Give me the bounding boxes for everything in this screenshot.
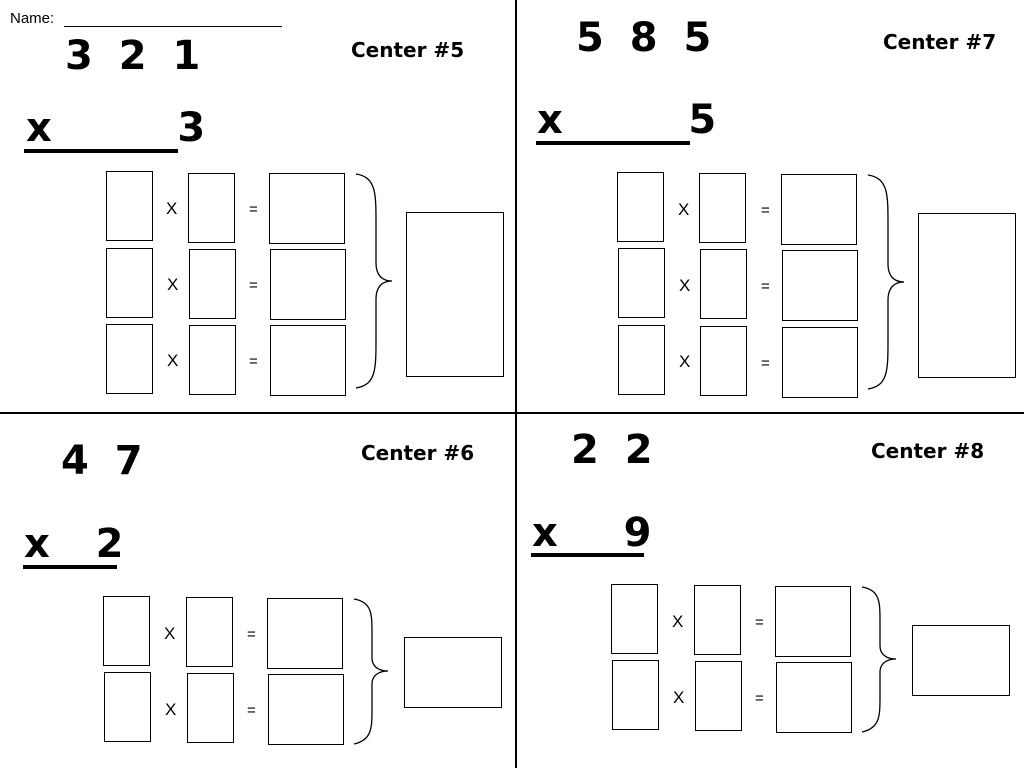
product-box[interactable] xyxy=(781,174,857,245)
top-number: 4 7 xyxy=(61,438,149,484)
multiplication-line xyxy=(23,565,117,569)
factor-box[interactable] xyxy=(106,324,153,394)
sum-answer-box[interactable] xyxy=(406,212,504,377)
equals-sign: = xyxy=(249,277,258,294)
sum-answer-box[interactable] xyxy=(918,213,1016,378)
name-label: Name: xyxy=(10,10,55,27)
times-sign: X xyxy=(165,700,177,719)
equals-sign: = xyxy=(247,626,256,643)
factor-box[interactable] xyxy=(700,326,747,396)
equals-sign: = xyxy=(755,690,764,707)
multiplication-line xyxy=(531,553,644,557)
factor-box[interactable] xyxy=(700,249,747,319)
product-box[interactable] xyxy=(776,662,852,733)
center-title: Center #6 xyxy=(361,441,475,465)
times-sign: X xyxy=(678,200,690,219)
factor-box[interactable] xyxy=(611,584,658,654)
right-brace-icon xyxy=(353,598,389,745)
factor-box[interactable] xyxy=(187,673,234,743)
times-sign: X xyxy=(679,352,691,371)
times-sign: X xyxy=(167,275,179,294)
multiplication-line xyxy=(24,149,178,153)
equals-sign: = xyxy=(249,353,258,370)
multiplier: x 2 xyxy=(24,521,130,567)
factor-box[interactable] xyxy=(188,173,235,243)
product-box[interactable] xyxy=(268,674,344,745)
factor-box[interactable] xyxy=(699,173,746,243)
multiplier: x 9 xyxy=(532,510,658,556)
factor-box[interactable] xyxy=(695,661,742,731)
factor-box[interactable] xyxy=(103,596,150,666)
factor-box[interactable] xyxy=(189,325,236,395)
times-sign: X xyxy=(672,612,684,631)
name-blank-line[interactable] xyxy=(64,26,282,27)
product-box[interactable] xyxy=(775,586,851,657)
product-box[interactable] xyxy=(782,250,858,321)
factor-box[interactable] xyxy=(104,672,151,742)
equals-sign: = xyxy=(761,202,770,219)
factor-box[interactable] xyxy=(694,585,741,655)
sum-answer-box[interactable] xyxy=(404,637,502,708)
factor-box[interactable] xyxy=(106,248,153,318)
product-box[interactable] xyxy=(269,173,345,244)
factor-box[interactable] xyxy=(106,171,153,241)
times-sign: X xyxy=(164,624,176,643)
factor-box[interactable] xyxy=(189,249,236,319)
times-sign: X xyxy=(166,199,178,218)
times-sign: X xyxy=(167,351,179,370)
equals-sign: = xyxy=(247,702,256,719)
top-number: 5 8 5 xyxy=(576,15,718,61)
equals-sign: = xyxy=(761,278,770,295)
right-brace-icon xyxy=(861,586,897,733)
center-title: Center #8 xyxy=(871,439,985,463)
center-title: Center #5 xyxy=(351,38,465,62)
multiplier: x 5 xyxy=(537,97,723,143)
top-number: 3 2 1 xyxy=(65,33,207,79)
factor-box[interactable] xyxy=(612,660,659,730)
equals-sign: = xyxy=(761,355,770,372)
times-sign: X xyxy=(673,688,685,707)
sum-answer-box[interactable] xyxy=(912,625,1010,696)
multiplication-line xyxy=(536,141,690,145)
product-box[interactable] xyxy=(782,327,858,398)
factor-box[interactable] xyxy=(617,172,664,242)
horizontal-divider xyxy=(0,412,1024,414)
factor-box[interactable] xyxy=(618,325,665,395)
times-sign: X xyxy=(679,276,691,295)
center-title: Center #7 xyxy=(883,30,997,54)
vertical-divider xyxy=(515,0,517,768)
product-box[interactable] xyxy=(270,249,346,320)
product-box[interactable] xyxy=(270,325,346,396)
right-brace-icon xyxy=(355,173,393,389)
multiplier: x 3 xyxy=(26,105,212,151)
equals-sign: = xyxy=(249,201,258,218)
factor-box[interactable] xyxy=(618,248,665,318)
product-box[interactable] xyxy=(267,598,343,669)
right-brace-icon xyxy=(867,174,905,390)
equals-sign: = xyxy=(755,614,764,631)
top-number: 2 2 xyxy=(571,427,659,473)
factor-box[interactable] xyxy=(186,597,233,667)
